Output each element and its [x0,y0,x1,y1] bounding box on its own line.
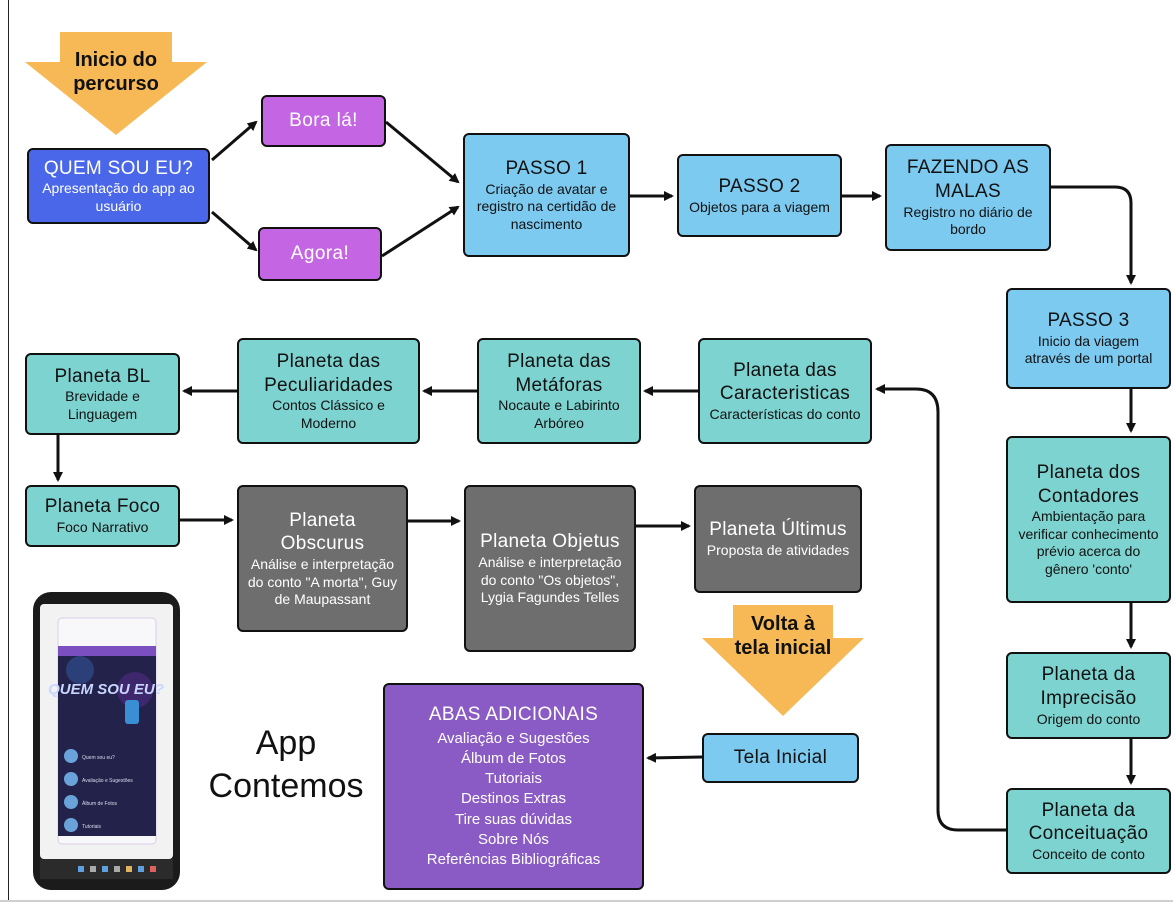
node-abas-adicionais: ABAS ADICIONAIS Avaliação e Sugestões Ál… [383,683,644,890]
node-text: Ambientação para verificar conhecimento … [1018,508,1159,577]
app-name-label: App Contemos [196,722,376,807]
node-text: Contos Clássico e Moderno [272,397,385,431]
node-text: Nocaute e Labirinto Arbóreo [498,397,620,431]
edge-malas-passo3 [1051,185,1136,285]
node-title: Planeta Objetus [480,531,620,553]
node-title: Planeta Obscurus [280,509,365,555]
app-label-line2: Contemos [208,766,364,805]
edge-tela-abas [646,752,703,763]
node-quem-sou-eu: QUEM SOU EU? Apresentação do app ao usuá… [27,148,210,224]
node-text: Registro no diário de bordo [903,203,1033,238]
node-title: Bora lá! [289,110,358,132]
node-text: Objetos para a viagem [689,198,830,215]
extras-item: Referências Bibliográficas [426,851,601,868]
extras-item: Sobre Nós [478,830,549,848]
node-title: Agora! [290,243,350,265]
node-ultimus: Planeta Últimus Proposta de atividades [694,485,862,593]
edge-conceituacao-caracteristicas [875,384,1006,832]
node-title: Planeta da Imprecisão [1040,664,1137,709]
extras-item: Avaliação e Sugestões [437,729,590,747]
node-agora: Agora! [258,227,382,281]
extras-item: Álbum de Fotos [460,749,567,767]
node-title: Planeta da Conceituação [1028,799,1149,845]
app-label-line1: App [255,724,317,762]
node-bora-la: Bora lá! [261,95,386,147]
node-tela-inicial: Tela Inicial [702,733,859,783]
node-title: Planeta Foco [44,496,161,518]
node-text: Análise e interpretação do conto "A mort… [247,556,398,607]
start-arrow-shape [25,32,207,135]
node-text: Brevidade e Linguagem [65,388,140,422]
node-title: PASSO 2 [718,175,801,197]
node-text: Foco Narrativo [56,519,149,536]
phone-screen-title: QUEM SOU EU? [48,681,164,698]
edge-bora-passo1 [385,120,460,184]
node-text: Criação de avatar e registro na certidão… [476,180,617,232]
phone-menu-item: Álbum de Fotos [82,800,118,807]
node-text: Origem do conto [1036,710,1141,727]
phone-menu-item: Quem sou eu? [82,755,115,761]
node-title: Planeta das Caracteristicas [719,359,851,405]
start-marker-label: Inicio do percurso [73,49,159,95]
bottom-border-line [0,900,1173,902]
phone-menu-item: Avaliação e Sugestões [82,778,133,784]
node-caracteristicas: Planeta das Caracteristicas Característi… [698,338,872,444]
node-peculiaridades: Planeta das Peculiaridades Contos Clássi… [237,338,420,444]
node-objetus: Planeta Objetus Análise e interpretação … [464,485,636,652]
left-border-line [8,0,9,902]
node-title: FAZENDO AS MALAS [906,157,1030,202]
phone-menu: Quem sou eu? Avaliação e Sugestões Álbum… [64,749,133,832]
node-title: PASSO 1 [505,157,588,179]
node-foco: Planeta Foco Foco Narrativo [25,485,180,547]
node-imprecisao: Planeta da Imprecisão Origem do conto [1006,652,1171,739]
node-title: PASSO 3 [1047,310,1130,332]
extras-item: Destinos Extras [460,790,567,808]
extras-item: Tutoriais [485,770,542,787]
node-title: ABAS ADICIONAIS [428,703,599,725]
extras-item: Tire suas dúvidas [454,810,572,828]
node-contadores: Planeta dos Contadores Ambientação para … [1006,436,1171,603]
extras-list: Avaliação e Sugestões Álbum de Fotos Tut… [427,729,600,871]
return-arrow-shape [702,605,864,716]
node-text: Análise e interpretação do conto "Os obj… [478,554,622,606]
node-bl: Planeta BL Brevidade e Linguagem [25,353,180,435]
node-text: Conceito de conto [1032,846,1145,862]
phone-illustration: QUEM SOU EU? Quem sou eu? Avaliação e Su… [33,592,180,890]
node-title: Planeta dos Contadores [1036,461,1141,507]
return-marker-label: Volta à tela inicial [734,613,832,659]
node-title: Planeta das Metáforas [507,350,611,396]
node-passo3: PASSO 3 Inicio da viagem através de um p… [1006,288,1171,389]
node-metaforas: Planeta das Metáforas Nocaute e Labirint… [477,338,641,444]
node-title: Planeta BL [54,365,151,387]
node-title: Planeta das Peculiaridades [264,350,393,396]
node-text: Proposta de atividades [706,542,850,559]
edge-quem-bora [211,120,258,162]
node-text: Inicio da viagem através de um portal [1024,332,1153,367]
node-passo1: PASSO 1 Criação de avatar e registro na … [463,133,630,257]
node-text: Características do conto [709,406,861,422]
node-conceituacao: Planeta da Conceituação Conceito de cont… [1006,788,1171,874]
node-passo2: PASSO 2 Objetos para a viagem [677,154,842,237]
node-title: Planeta Últimus [709,519,847,541]
node-obscurus: Planeta Obscurus Análise e interpretação… [237,485,408,632]
node-title: Tela Inicial [733,747,828,769]
edge-agora-passo1 [381,205,460,258]
edge-quem-agora [211,210,258,252]
node-title: QUEM SOU EU? [43,157,194,179]
node-fazendo-malas: FAZENDO AS MALAS Registro no diário de b… [885,144,1051,251]
phone-menu-item: Tutoriais [82,824,101,830]
node-text: Apresentação do app ao usuário [42,180,195,214]
